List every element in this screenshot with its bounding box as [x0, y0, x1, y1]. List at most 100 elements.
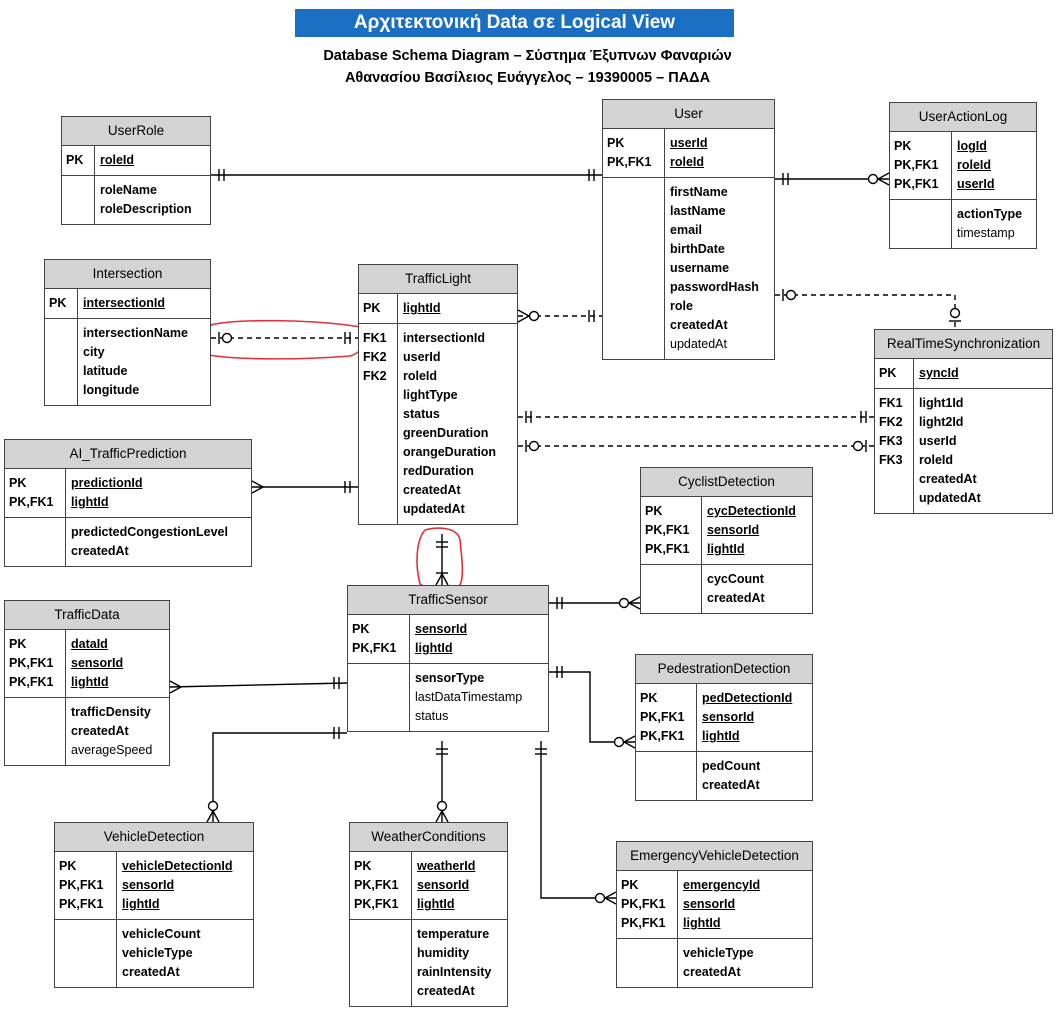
- key-field: sensorId: [683, 897, 736, 911]
- attribute-field: birthDate: [670, 242, 725, 256]
- key-label: PK,FK1: [354, 878, 399, 892]
- key-field: sensorId: [415, 622, 468, 636]
- attribute-field: temperature: [417, 927, 490, 941]
- key-field: userId: [670, 136, 708, 150]
- entity-name: TrafficData: [5, 601, 169, 630]
- attribute-field: createdAt: [403, 483, 461, 497]
- rel-sensor-emergency: [540, 741, 616, 899]
- cardinality-crowfoot: [169, 680, 183, 694]
- entity-name: EmergencyVehicleDetection: [617, 842, 812, 871]
- key-label: PK,FK1: [59, 878, 104, 892]
- key-label: PK,FK1: [640, 729, 685, 743]
- cardinality-circle: [949, 307, 961, 319]
- key-label: PK: [59, 859, 77, 873]
- key-label: PK: [363, 301, 381, 315]
- cardinality-circle: [785, 289, 797, 301]
- rel-user-realtimesync: [775, 294, 956, 329]
- attribute-field: orangeDuration: [403, 445, 497, 459]
- cardinality-circle: [221, 332, 233, 344]
- foreign-key-label: FK1: [879, 396, 903, 410]
- key-field: emergencyId: [683, 878, 761, 892]
- attribute-field: trafficDensity: [71, 705, 151, 719]
- attribute-field: vehicleType: [122, 946, 193, 960]
- cardinality-crowfoot: [435, 572, 449, 586]
- key-label: PK,FK1: [640, 710, 685, 724]
- key-label: PK: [621, 878, 639, 892]
- attribute-field: createdAt: [71, 724, 129, 738]
- key-label: PK,FK1: [354, 897, 399, 911]
- attribute-field: userId: [403, 350, 441, 364]
- key-field: lightId: [417, 897, 455, 911]
- key-label: PK: [879, 366, 897, 380]
- attribute-field: humidity: [417, 946, 470, 960]
- key-field: lightId: [702, 729, 740, 743]
- key-label: PK,FK1: [352, 641, 397, 655]
- attribute-field: actionType: [957, 207, 1023, 221]
- attribute-field: userId: [919, 434, 957, 448]
- attribute-field: status: [403, 407, 440, 421]
- attribute-field: createdAt: [702, 778, 760, 792]
- attribute-field: city: [83, 345, 105, 359]
- attribute-field: latitude: [83, 364, 128, 378]
- attribute-field: rainIntensity: [417, 965, 492, 979]
- key-label: PK,FK1: [645, 523, 690, 537]
- attribute-field: role: [670, 299, 693, 313]
- cardinality-crowfoot: [251, 480, 265, 494]
- foreign-key-label: FK2: [879, 415, 903, 429]
- key-label: PK,FK1: [9, 656, 54, 670]
- cardinality-circle: [852, 440, 864, 452]
- attribute-field: predictedCongestionLevel: [71, 525, 228, 539]
- diagram-subtitle: Database Schema Diagram – Σύστημα Έξυπνω…: [323, 48, 732, 64]
- attribute-field: roleId: [403, 369, 438, 383]
- attribute-field: passwordHash: [670, 280, 759, 294]
- key-field: lightId: [683, 916, 721, 930]
- key-field: predictionId: [71, 476, 143, 490]
- key-label: PK: [894, 139, 912, 153]
- cardinality-circle: [436, 800, 448, 812]
- entity-name: CyclistDetection: [641, 468, 812, 497]
- key-field: syncId: [919, 366, 959, 380]
- key-label: PK,FK1: [894, 158, 939, 172]
- attribute-field: status: [415, 709, 449, 723]
- entity-name: VehicleDetection: [55, 823, 253, 852]
- key-label: PK,FK1: [59, 897, 104, 911]
- key-field: vehicleDetectionId: [122, 859, 233, 873]
- key-label: PK: [66, 153, 84, 167]
- key-label: PK: [352, 622, 370, 636]
- attribute-field: timestamp: [957, 226, 1015, 240]
- foreign-key-label: FK2: [363, 350, 387, 364]
- attribute-field: averageSpeed: [71, 743, 153, 757]
- key-field: lightId: [707, 542, 745, 556]
- attribute-field: roleId: [919, 453, 954, 467]
- attribute-field: createdAt: [670, 318, 728, 332]
- attribute-field: createdAt: [122, 965, 180, 979]
- attribute-field: vehicleCount: [122, 927, 201, 941]
- attribute-field: createdAt: [707, 591, 765, 605]
- key-field: sensorId: [122, 878, 175, 892]
- key-field: lightId: [71, 495, 109, 509]
- attribute-field: sensorType: [415, 671, 485, 685]
- attribute-field: updatedAt: [919, 491, 981, 505]
- key-field: lightId: [415, 641, 453, 655]
- cardinality-circle: [528, 310, 540, 322]
- attribute-field: light2Id: [919, 415, 964, 429]
- foreign-key-label: FK3: [879, 453, 903, 467]
- attribute-field: createdAt: [71, 544, 129, 558]
- key-label: PK,FK1: [621, 916, 666, 930]
- key-label: PK,FK1: [894, 177, 939, 191]
